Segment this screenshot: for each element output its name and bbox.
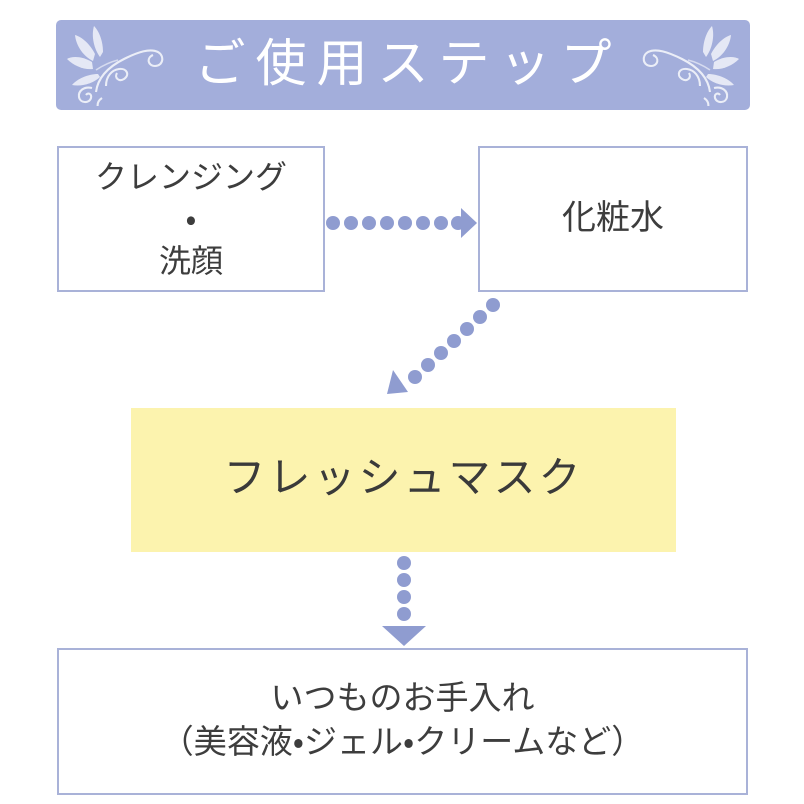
step-label-mask: フレッシュマスク (223, 456, 584, 503)
page-title: ご使用ステップ (194, 36, 622, 93)
step-box-routine: いつものお手入れ （美容液・ジェル・クリームなど） (57, 648, 748, 795)
floral-flourish-icon (624, 26, 744, 110)
dotted-arrow-down-icon (370, 556, 438, 648)
dotted-arrow-right-icon (326, 206, 477, 240)
header-banner: ご使用ステップ (56, 20, 750, 110)
step-box-cleansing: クレンジング ・ 洗顔 (57, 146, 325, 292)
step-label-routine: いつものお手入れ （美容液・ジェル・クリームなど） (160, 680, 645, 761)
step-box-lotion: 化粧水 (478, 146, 748, 292)
step-box-mask: フレッシュマスク (131, 408, 676, 552)
dotted-arrow-down-left-icon (385, 296, 505, 398)
step-label-cleansing: クレンジング ・ 洗顔 (94, 158, 287, 280)
step-label-lotion: 化粧水 (562, 199, 664, 237)
floral-flourish-icon (62, 26, 182, 110)
